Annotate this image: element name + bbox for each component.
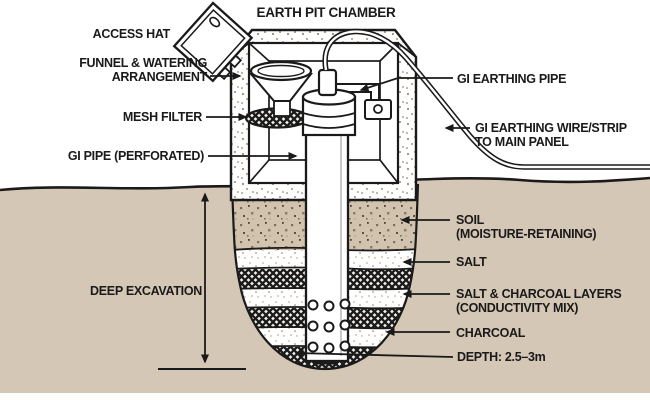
pit-outline [230,183,420,371]
label-funnel-line2: ARRANGEMENT [112,70,208,84]
diagram-title: EARTH PIT CHAMBER [257,5,396,20]
gi-earthing-wire [322,28,650,170]
label-gi-pipe-perforated: GI PIPE (PERFORATED) [68,149,204,163]
hat-lid [172,1,254,83]
label-deep-excavation: DEEP EXCAVATION [90,284,202,298]
leader-earthing-pipe [359,77,453,92]
clamp-bolt [373,104,383,114]
label-wire-line2: TO MAIN PANEL [475,135,569,149]
label-salt-charcoal-line2: (CONDUCTIVITY MIX) [456,301,578,315]
depth-measurement [158,192,246,370]
terminal-stub [317,68,338,97]
hat-handle-hole [209,16,221,28]
pipe-perforations [307,298,351,354]
access-hat [172,1,254,83]
funnel-rim [249,60,313,82]
funnel-rim-inner [257,64,305,78]
label-gi-earthing-pipe: GI EARTHING PIPE [457,72,566,86]
gi-pipe-assembly [301,68,392,365]
label-access-hat: ACCESS HAT [93,27,171,41]
label-soil-line1: SOIL [456,213,485,227]
funnel-watering-arrangement [244,60,314,129]
label-soil-line2: (MOISTURE-RETAINING) [456,227,596,241]
label-charcoal: CHARCOAL [456,326,526,340]
label-wire-line1: GI EARTHING WIRE/STRIP [475,121,627,135]
label-depth: DEPTH: 2.5–3m [457,350,546,364]
hat-lid-inner [180,9,246,75]
leader-depth [294,349,454,358]
label-salt-charcoal-line1: SALT & CHARCOAL LAYERS [456,287,621,301]
leader-lines [206,72,470,358]
label-mesh-filter: MESH FILTER [123,110,202,124]
label-funnel-line1: FUNNEL & WATERING [79,56,207,70]
label-salt: SALT [456,255,487,269]
